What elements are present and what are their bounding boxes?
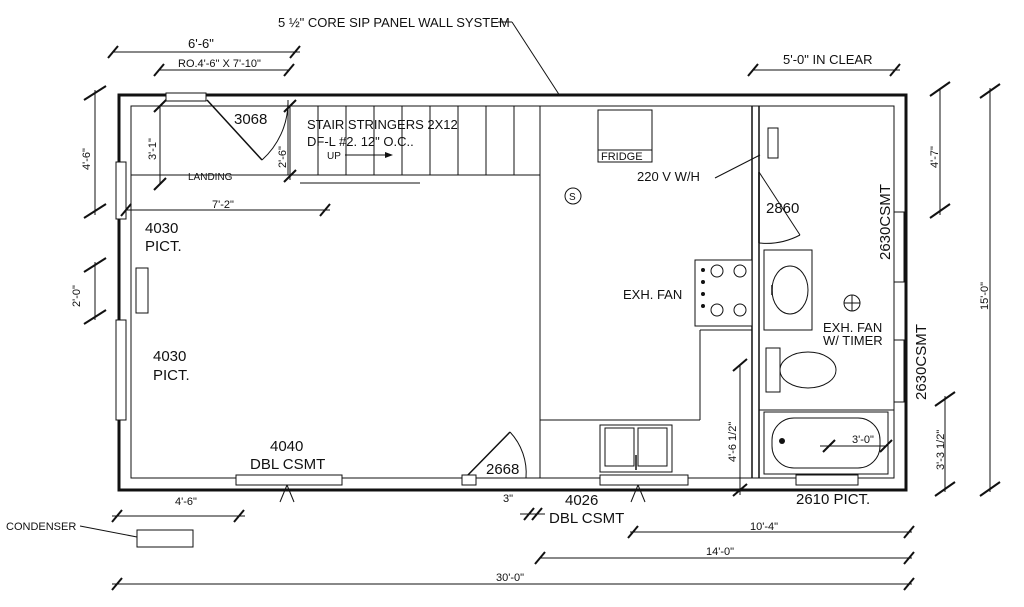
range	[694, 259, 753, 327]
window-dbl-csmt-right-type: DBL CSMT	[549, 510, 624, 527]
water-heater-label: 220 V W/H	[637, 169, 700, 184]
window-dbl-csmt-left-code: 4040	[270, 438, 303, 455]
wall-system-label: 5 ½" CORE SIP PANEL WALL SYSTEM	[278, 15, 510, 30]
lavatory	[763, 249, 813, 331]
stair-up-arrow	[345, 152, 393, 158]
stair-treads	[289, 106, 515, 184]
dim-in-clear: 5'-0" IN CLEAR	[783, 52, 872, 67]
dim-right-3-3: 3'-3 1/2"	[935, 430, 947, 470]
window-pict-upper-type: PICT.	[145, 238, 182, 255]
dim-left-2-0: 2'-0"	[71, 285, 83, 307]
dim-right-4-7: 4'-7"	[929, 146, 941, 168]
dim-top-6-6: 6'-6"	[188, 36, 214, 51]
exterior-walls	[117, 93, 908, 492]
dim-gap-3: 3"	[503, 493, 513, 505]
dim-bottom-10-4: 10'-4"	[750, 521, 778, 533]
fridge-label: FRIDGE	[601, 151, 643, 163]
bath-door	[758, 171, 801, 244]
wall-system-leader	[498, 21, 561, 97]
dim-rough-opening: RO.4'-6" X 7'-10"	[178, 58, 261, 70]
window-dbl-csmt-right-code: 4026	[565, 492, 598, 509]
bath-door-label: 2860	[766, 200, 799, 217]
window-pict-lower-type: PICT.	[153, 367, 190, 384]
window-dbl-csmt-left-type: DBL CSMT	[250, 456, 325, 473]
dimension-lines	[83, 45, 1001, 591]
kitchen-sink	[599, 424, 673, 473]
exhaust-fan-label: EXH. FAN	[623, 287, 682, 302]
windows	[115, 92, 905, 503]
smoke-detector-label: S	[569, 192, 576, 203]
window-csmt-lower-label: 2630CSMT	[913, 324, 930, 400]
kitchen-door	[464, 431, 527, 479]
window-pict-bath-label: 2610 PICT.	[796, 491, 870, 508]
kitchen-door-label: 2668	[486, 461, 519, 478]
dim-landing-7-2: 7'-2"	[212, 199, 234, 211]
interior-walls	[131, 106, 894, 478]
window-csmt-upper-label: 2630CSMT	[877, 184, 894, 260]
bath-fan-label-line2: W/ TIMER	[823, 333, 883, 348]
stair-note-line1: STAIR STRINGERS 2X12	[307, 117, 458, 132]
toilet	[765, 347, 837, 393]
dim-left-4-6: 4'-6"	[81, 148, 93, 170]
fridge	[597, 109, 653, 163]
water-heater	[714, 127, 779, 179]
dim-tub-3-0: 3'-0"	[852, 434, 874, 446]
bath-exhaust-fan-icon	[843, 294, 861, 312]
dim-bottom-14-0: 14'-0"	[706, 546, 734, 558]
dim-kitchen-4-6: 4'-6 1/2"	[727, 422, 739, 462]
smoke-detector-icon	[564, 187, 582, 205]
stair-note-line2: DF-L #2. 12" O.C..	[307, 134, 414, 149]
landing-label: LANDING	[188, 172, 233, 183]
window-pict-lower-code: 4030	[153, 348, 186, 365]
stair-up-label: UP	[327, 151, 341, 162]
bath-fan-label-line1: EXH. FAN	[823, 320, 882, 335]
dim-landing-3-1: 3'-1"	[147, 138, 159, 160]
dim-bottom-4-6: 4'-6"	[175, 496, 197, 508]
condenser-unit	[79, 525, 194, 548]
dim-right-15-0: 15'-0"	[979, 282, 991, 310]
window-pict-upper-code: 4030	[145, 220, 178, 237]
dim-door-2-6: 2'-6"	[277, 146, 289, 168]
condenser-label: CONDENSER	[6, 521, 76, 533]
dim-bottom-30-0: 30'-0"	[496, 572, 524, 584]
entry-door-label: 3068	[234, 111, 267, 128]
